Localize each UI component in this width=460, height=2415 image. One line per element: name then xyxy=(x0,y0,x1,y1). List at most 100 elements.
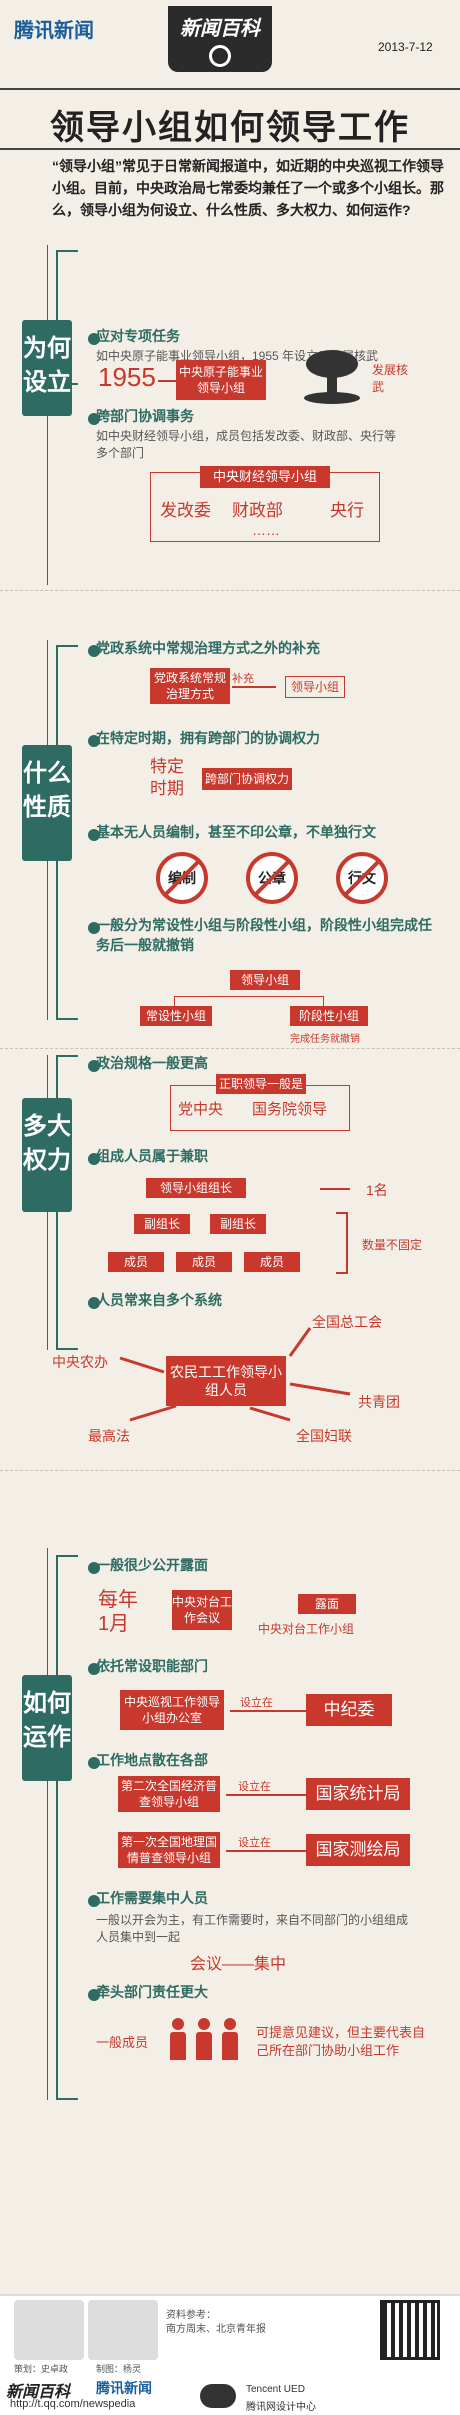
s4-january: 每年1月 xyxy=(98,1589,138,1635)
ref-label: 资料参考： xyxy=(166,2310,216,2321)
s3-a-title: 政治规格一般更高 xyxy=(96,1055,208,1071)
s4-mapping-bureau: 国家测绘局 xyxy=(306,1834,410,1866)
decor xyxy=(222,2032,238,2060)
timeline-line xyxy=(47,245,48,325)
s2-stage-box: 阶段性小组 xyxy=(290,1006,368,1026)
s2-box1: 党政系统常规治理方式 xyxy=(150,668,230,704)
s4-appear-note: 中央对台工作小组 xyxy=(258,1622,355,1636)
s2-group-box: 领导小组 xyxy=(230,970,300,990)
s2-d-title: 一般分为常设性小组与阶段性小组，阶段性小组完成任务后一般就撤销 xyxy=(96,917,432,953)
footer-brand2: 腾讯新闻 xyxy=(96,2380,152,2396)
s4-set-in: 设立在 xyxy=(240,1697,273,1709)
decor: 腾讯新闻 xyxy=(14,20,94,42)
s3-member-note: 数量不固定 xyxy=(362,1238,423,1252)
decor xyxy=(47,1055,48,1100)
decor xyxy=(88,1297,100,1309)
section-label-why: 为何设立 xyxy=(22,320,72,416)
s3-c-title: 人员常来自多个系统 xyxy=(96,1292,222,1308)
footer-brand: 新闻百科 xyxy=(6,2384,71,2401)
decor xyxy=(47,640,48,750)
person-icon xyxy=(196,2018,212,2060)
decor xyxy=(47,1210,48,1350)
s1-b-desc: 如中央财经领导小组，成员包括发改委、财政部、央行等多个部门 xyxy=(96,429,397,460)
no-seal-icon: 公章 xyxy=(246,852,298,904)
decor xyxy=(88,829,100,841)
s1-atomic-box: 中央原子能事业领导小组 xyxy=(176,360,266,400)
decor: 设立在 xyxy=(238,1781,271,1793)
qr-code-icon[interactable] xyxy=(380,2300,440,2360)
s4-inspection-box: 中央巡视工作领导小组办公室 xyxy=(120,1690,224,1730)
decor xyxy=(170,2032,186,2060)
decor xyxy=(88,1757,100,1769)
decor: 策划：史卓政 xyxy=(14,2364,69,2374)
s1-a-title: 应对专项任务 xyxy=(96,328,180,344)
s4-member-role: 可提意见建议，但主要代表自己所在部门协助小组工作 xyxy=(256,2025,426,2058)
decor xyxy=(336,1212,348,1274)
no-staffing-icon: 编制 xyxy=(156,852,208,904)
decor xyxy=(88,1895,100,1907)
s4-geo-box: 第一次全国地理国情普查领导小组 xyxy=(118,1832,220,1868)
s2-c-title: 基本无人员编制，甚至不印公章，不单独行文 xyxy=(96,824,376,840)
section-label-operation: 如何运作 xyxy=(22,1675,72,1781)
s4-e-title: 牵头部门责任更大 xyxy=(96,1984,208,2000)
person-icon xyxy=(222,2018,238,2060)
s4-b-title: 依托常设职能部门 xyxy=(96,1658,208,1674)
decor xyxy=(47,1780,48,2100)
decor xyxy=(226,1850,306,1852)
s4-meeting: 会议——集中 xyxy=(190,1956,287,1973)
decor xyxy=(47,860,48,1020)
decor xyxy=(88,645,100,657)
s1-atomic-note: 发展核武 xyxy=(372,363,409,394)
decor xyxy=(88,1989,100,2001)
s4-stats-bureau: 国家统计局 xyxy=(306,1778,410,1810)
timeline-line xyxy=(47,385,48,585)
person-icon xyxy=(170,2018,186,2060)
s3-b-title: 组成人员属于兼职 xyxy=(96,1148,208,1164)
decor xyxy=(320,1188,350,1190)
arrow xyxy=(158,380,176,382)
section-label-power: 多大权力 xyxy=(22,1098,72,1212)
decor xyxy=(232,686,276,688)
decor xyxy=(88,1663,100,1675)
s1-finance-box: 中央财经领导小组 xyxy=(200,466,330,488)
s1-item: 发改委 xyxy=(160,501,211,520)
decor: 腾讯网设计中心 xyxy=(246,2402,316,2413)
decor: 制图：杨灵 xyxy=(96,2364,142,2374)
decor xyxy=(88,1153,100,1165)
s1-item: 央行 xyxy=(330,501,364,520)
s4-d-desc: 一般以开会为主，有工作需要时，来自不同部门的小组组成人员集中到一起 xyxy=(96,1913,409,1944)
ref-text: 南方周末、北京青年报 xyxy=(166,2324,266,2335)
bullet-dot xyxy=(88,333,100,345)
s3-deputy: 副组长 xyxy=(210,1214,266,1234)
decor xyxy=(88,1562,100,1574)
section-label-nature: 什么性质 xyxy=(22,745,72,861)
s3-center-box: 农民工工作领导小组人员 xyxy=(166,1356,286,1406)
decor xyxy=(230,1710,306,1712)
s3-head-box: 领导小组组长 xyxy=(146,1178,246,1198)
s2-specific-time: 特定时期 xyxy=(150,757,184,798)
footer-url[interactable]: http://t.qq.com/newspedia xyxy=(10,2398,136,2410)
s1-item: 财政部 xyxy=(232,501,283,520)
s3-system: 全国总工会 xyxy=(312,1314,382,1330)
bullet-dot xyxy=(88,413,100,425)
s3-member: 成员 xyxy=(108,1252,164,1272)
decor xyxy=(172,2018,184,2030)
newspedia-circle-icon xyxy=(209,45,231,67)
s3-system: 最高法 xyxy=(88,1428,130,1444)
decor xyxy=(0,1470,460,1471)
ued-logo-icon xyxy=(200,2384,236,2408)
s1-more: …… xyxy=(252,522,280,538)
author-avatar xyxy=(14,2300,84,2360)
tencent-news-logo[interactable]: 腾讯新闻 xyxy=(14,14,94,43)
title-rule xyxy=(0,88,460,150)
s2-arrow-label: 补充 xyxy=(232,673,254,685)
publish-date: 2013-7-12 xyxy=(378,40,433,54)
s3-item: 党中央 xyxy=(178,1101,224,1118)
intro-text: “领导小组”常见于日常新闻报道中，如近期的中央巡视工作领导小组。目前，中央政治局… xyxy=(52,158,444,218)
s1-b-title: 跨部门协调事务 xyxy=(96,408,194,424)
s2-box2: 领导小组 xyxy=(285,676,345,698)
mushroom-cloud-icon xyxy=(300,350,364,404)
s4-appear-box: 露面 xyxy=(298,1594,356,1614)
s4-ccdi: 中纪委 xyxy=(306,1694,392,1726)
s3-member: 成员 xyxy=(244,1252,300,1272)
